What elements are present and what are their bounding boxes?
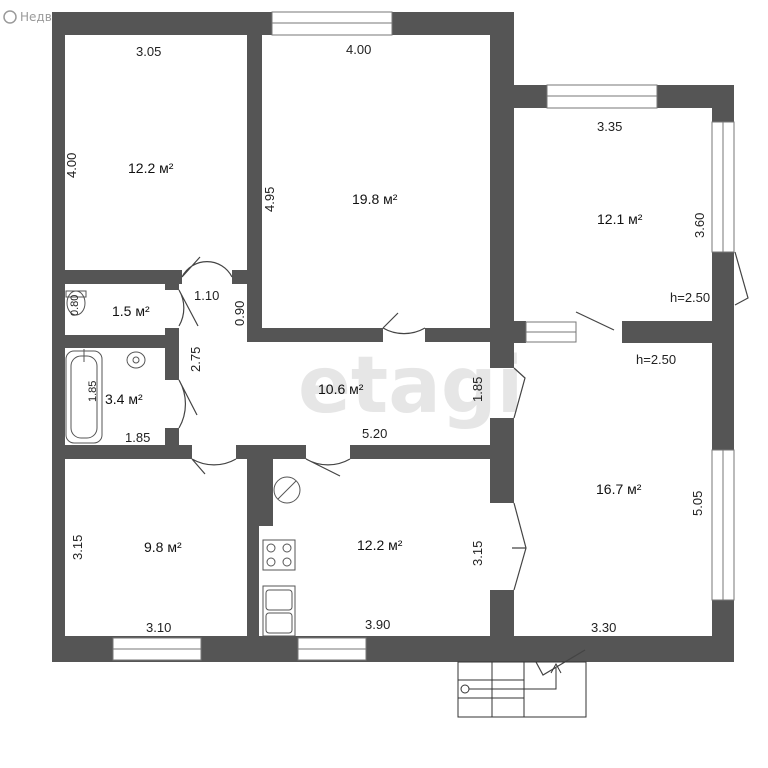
door-balcony <box>734 251 749 306</box>
area-hallway: 10.6 м² <box>318 381 364 397</box>
dim-bedroom-top-middle-height: 4.95 <box>262 187 277 212</box>
dim-hallway-door-gap: 0.90 <box>232 301 247 326</box>
area-bathroom: 3.4 м² <box>105 391 143 407</box>
toilet-icon <box>65 290 87 316</box>
door-kitchen <box>305 458 351 477</box>
wall-h-topmid-bottom <box>247 328 383 342</box>
wall-h-hall-left <box>52 445 192 459</box>
porch-steps <box>457 661 587 718</box>
dim-bedroom-bottom-left-height: 3.15 <box>70 535 85 560</box>
walls <box>52 12 734 662</box>
wall-v1 <box>247 12 262 340</box>
dim-bathroom-height: 1.85 <box>87 381 99 402</box>
wall-h-topleft-bottom <box>52 270 182 284</box>
area-living-right: 16.7 м² <box>596 481 642 497</box>
dim-bathroom-width: 1.85 <box>125 430 150 445</box>
wall-h-right-b <box>622 321 734 343</box>
wall-v-bath-lower <box>165 428 179 448</box>
ceiling-bedroom-right: h=2.50 <box>670 290 710 305</box>
wall-v3-b <box>490 418 514 503</box>
wall-v3-c <box>490 590 514 662</box>
stove-icon <box>262 539 296 571</box>
windows <box>112 11 735 661</box>
wall-v-kitchen-left <box>247 445 259 662</box>
door-topmid-room <box>382 312 426 335</box>
dim-hallway-width: 5.20 <box>362 426 387 441</box>
bathtub-icon <box>65 349 103 444</box>
fixtures <box>65 290 301 637</box>
wall-v-toilet-upper <box>165 270 179 290</box>
area-bedroom-right: 12.1 м² <box>597 211 643 227</box>
wall-h-toilet-bottom <box>52 335 168 348</box>
wall-v3-a <box>490 342 514 368</box>
dim-living-right-height: 5.05 <box>690 491 705 516</box>
dim-kitchen-height: 3.15 <box>470 541 485 566</box>
area-bedroom-bottom-left: 9.8 м² <box>144 539 182 555</box>
wall-h-hall-right <box>350 445 514 459</box>
door-entrance <box>535 649 586 676</box>
door-living-hall <box>513 367 526 419</box>
dim-bedroom-top-left-width: 3.05 <box>136 44 161 59</box>
door-bottomleft-room <box>191 458 237 475</box>
kitchen-sink-icon <box>262 585 296 637</box>
door-toilet <box>178 289 199 327</box>
dim-bedroom-top-middle-width: 4.00 <box>346 42 371 57</box>
area-bedroom-top-middle: 19.8 м² <box>352 191 398 207</box>
door-topleft-room <box>181 256 233 278</box>
wall-h-topleft-bottom-2 <box>232 270 250 284</box>
wall-v-bath-upper <box>165 328 179 380</box>
door-living-kitchen <box>512 502 527 591</box>
wall-v-kitchen-stub <box>259 458 273 526</box>
dim-hallway-side: 2.75 <box>188 347 203 372</box>
dim-bedroom-right-width: 3.35 <box>597 119 622 134</box>
dim-kitchen-width: 3.90 <box>365 617 390 632</box>
door-bath <box>178 379 198 429</box>
area-toilet: 1.5 м² <box>112 303 150 319</box>
watermark-logo-icon <box>3 10 17 24</box>
dim-bedroom-top-left-height: 4.00 <box>64 153 79 178</box>
dim-hallway-height: 1.85 <box>470 377 485 402</box>
wall-v2 <box>490 12 514 342</box>
wall-h-right-a <box>514 321 526 343</box>
room-labels: 3.05 4.00 12.2 м² 4.00 4.95 19.8 м² 3.35… <box>64 42 710 635</box>
dim-bedroom-right-height: 3.60 <box>692 213 707 238</box>
arrow-up-icon <box>550 662 562 674</box>
dim-living-right-width: 3.30 <box>591 620 616 635</box>
wall-h-hall-mid <box>236 445 306 459</box>
ceiling-living-right: h=2.50 <box>636 352 676 367</box>
etagi-watermark: etagi <box>298 341 523 431</box>
dim-toilet-width: 1.10 <box>194 288 219 303</box>
sink-icon <box>126 351 146 369</box>
boiler-icon <box>273 476 301 504</box>
doors <box>178 251 749 676</box>
area-kitchen: 12.2 м² <box>357 537 403 553</box>
area-bedroom-top-left: 12.2 м² <box>128 160 174 176</box>
door-right-room <box>575 311 615 331</box>
dim-toilet-height: 0.80 <box>69 295 81 316</box>
stairs-start-icon <box>460 684 470 694</box>
dim-bedroom-bottom-left-width: 3.10 <box>146 620 171 635</box>
